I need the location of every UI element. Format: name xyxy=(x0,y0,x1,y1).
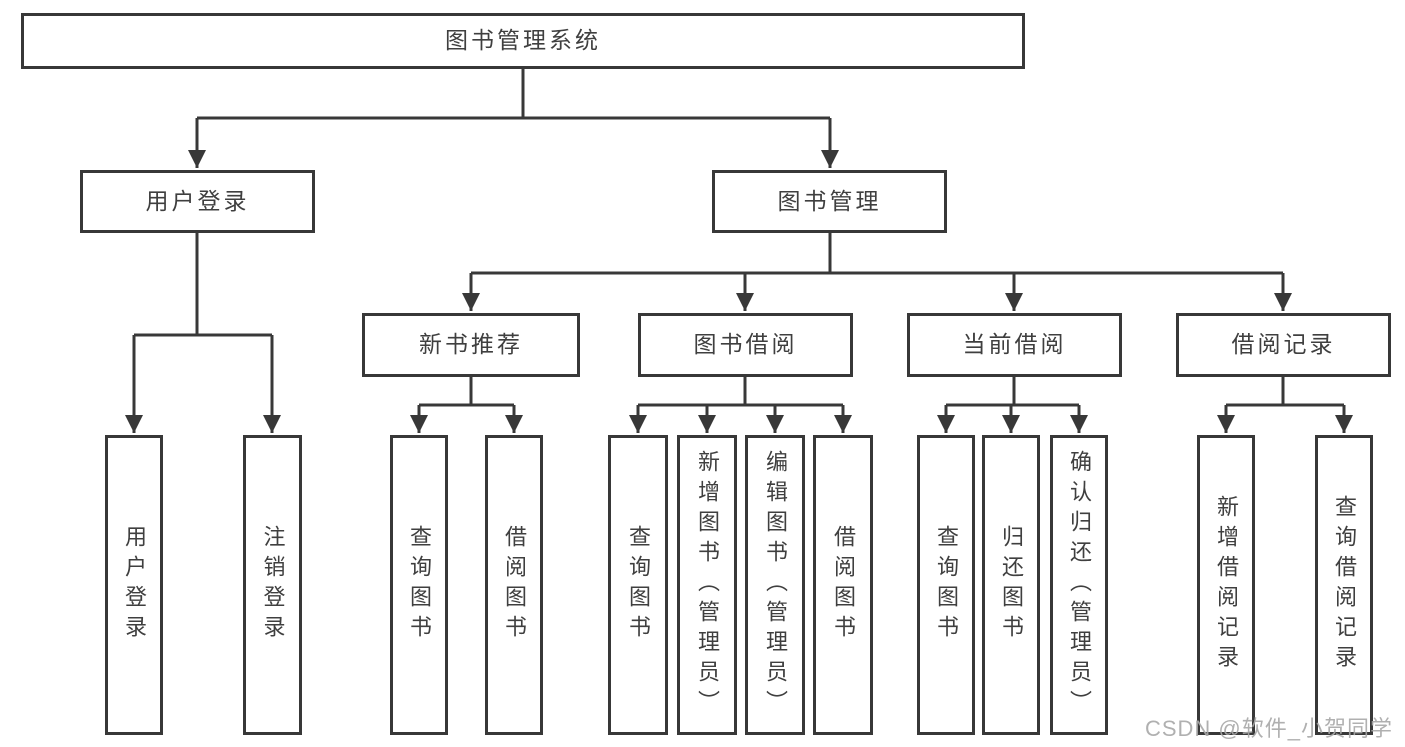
leaf-edit-book-admin-label: 编辑图书（管理员） xyxy=(763,450,788,720)
leaf-add-book-admin: 新增图书（管理员） xyxy=(677,435,737,735)
leaf-confirm-return-admin-label: 确认归还（管理员） xyxy=(1067,450,1092,720)
node-current-borrow: 当前借阅 xyxy=(907,313,1122,377)
leaf-borrow-books-recommend: 借阅图书 xyxy=(485,435,543,735)
node-root: 图书管理系统 xyxy=(21,13,1025,69)
leaf-query-books-borrow-label: 查询图书 xyxy=(626,525,651,645)
leaf-borrow-books-borrow-label: 借阅图书 xyxy=(831,525,856,645)
node-new-book-recommend: 新书推荐 xyxy=(362,313,580,377)
leaf-user-login-label: 用户登录 xyxy=(122,525,147,645)
leaf-borrow-books-borrow: 借阅图书 xyxy=(813,435,873,735)
leaf-add-book-admin-label: 新增图书（管理员） xyxy=(695,450,720,720)
node-book-borrow: 图书借阅 xyxy=(638,313,853,377)
leaf-query-books-current-label: 查询图书 xyxy=(934,525,959,645)
leaf-query-books-recommend-label: 查询图书 xyxy=(407,525,432,645)
leaf-edit-book-admin: 编辑图书（管理员） xyxy=(745,435,805,735)
node-borrow-records: 借阅记录 xyxy=(1176,313,1391,377)
node-user-login: 用户登录 xyxy=(80,170,315,233)
leaf-return-book-label: 归还图书 xyxy=(999,525,1024,645)
leaf-add-borrow-record: 新增借阅记录 xyxy=(1197,435,1255,735)
watermark: CSDN @软件_小贺同学 xyxy=(1144,716,1393,741)
leaf-logout-label: 注销登录 xyxy=(260,525,286,645)
leaf-query-books-borrow: 查询图书 xyxy=(608,435,668,735)
leaf-logout: 注销登录 xyxy=(243,435,302,735)
leaf-borrow-books-recommend-label: 借阅图书 xyxy=(502,525,527,645)
leaf-query-borrow-record: 查询借阅记录 xyxy=(1315,435,1373,735)
leaf-return-book: 归还图书 xyxy=(982,435,1040,735)
leaf-query-books-recommend: 查询图书 xyxy=(390,435,448,735)
leaf-confirm-return-admin: 确认归还（管理员） xyxy=(1050,435,1108,735)
leaf-add-borrow-record-label: 新增借阅记录 xyxy=(1214,495,1239,675)
leaf-query-borrow-record-label: 查询借阅记录 xyxy=(1332,495,1357,675)
node-book-management: 图书管理 xyxy=(712,170,947,233)
leaf-query-books-current: 查询图书 xyxy=(917,435,975,735)
leaf-user-login: 用户登录 xyxy=(105,435,163,735)
